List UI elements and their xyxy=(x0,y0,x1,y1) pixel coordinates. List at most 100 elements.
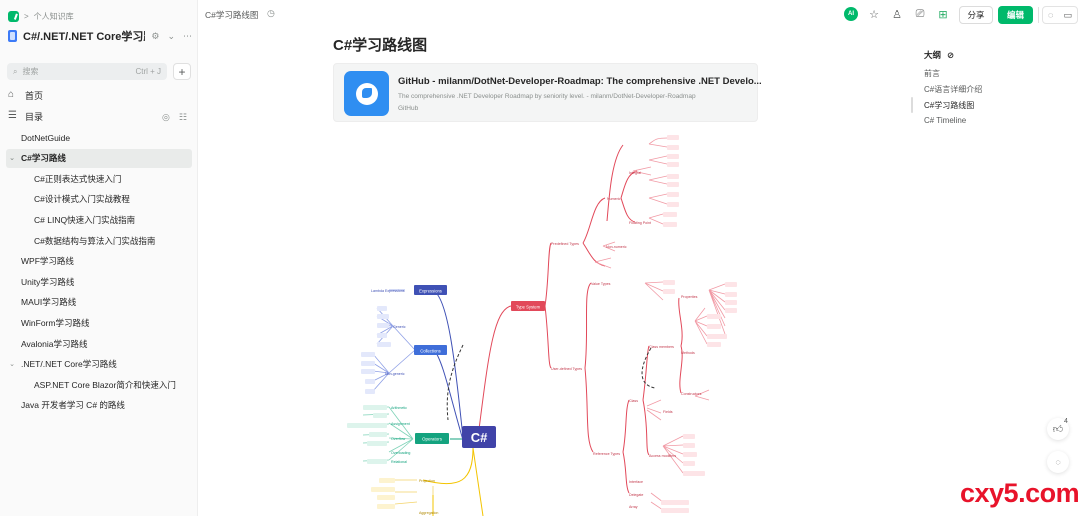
toc-item[interactable]: Avalonia学习路线 xyxy=(6,334,192,353)
collapse-all-icon[interactable]: ☷ xyxy=(178,112,187,122)
non-generic-label: Non-generic xyxy=(385,372,405,376)
toc-tools: ◎ ☷ xyxy=(162,112,187,123)
roadmap-mindmap[interactable]: C# Type System Expressions Collections O… xyxy=(333,130,758,516)
present-icon[interactable]: ⎚ xyxy=(915,7,925,20)
toc-item[interactable]: C# LINQ快速入门实战指南 xyxy=(6,210,192,229)
access-modifiers-label: Access modifiers xyxy=(649,454,676,458)
branch-line xyxy=(622,399,630,453)
link-card-description: The comprehensive .NET Developer Roadmap… xyxy=(398,93,696,100)
branch-line xyxy=(642,345,650,401)
assignment-label: Assignment xyxy=(391,422,410,426)
outline-item[interactable]: C# Timeline xyxy=(924,116,967,125)
type-system-node xyxy=(511,301,545,311)
settings-icon[interactable]: ⚙ xyxy=(151,30,160,41)
toc-item[interactable]: Java 开发者学习 C# 的路线 xyxy=(6,396,192,415)
ai-assistant-icon[interactable]: AI xyxy=(844,7,858,21)
chevron-down-icon[interactable]: ⌄ xyxy=(167,30,175,41)
breadcrumb[interactable]: > 个人知识库 xyxy=(8,9,74,23)
numeric-label: Numeric xyxy=(607,197,621,201)
yuque-logo-icon[interactable] xyxy=(8,10,19,22)
chevron-down-icon[interactable]: ⌄ xyxy=(9,155,15,163)
outline-item[interactable]: 前言 xyxy=(924,69,940,78)
branch-line xyxy=(472,447,484,516)
floating-point-label: Floating Point xyxy=(629,221,651,225)
nav-toc-label: 目录 xyxy=(25,111,44,122)
reference-types-label: Reference Types xyxy=(593,452,620,456)
outline-item[interactable]: C#语言详细介绍 xyxy=(924,85,983,94)
comment-bubble-icon: ◌ xyxy=(1055,457,1061,467)
value-types-label: Value Types xyxy=(591,282,611,286)
plus-icon: + xyxy=(178,64,186,79)
branch-line xyxy=(582,242,606,267)
locate-icon[interactable]: ◎ xyxy=(162,112,170,122)
breadcrumb-label[interactable]: 个人知识库 xyxy=(33,11,74,21)
class-label: Class xyxy=(629,399,638,403)
toc-item[interactable]: Unity学习路线 xyxy=(6,272,192,291)
properties-label: Properties xyxy=(681,295,698,299)
history-icon[interactable]: ◷ xyxy=(267,8,275,18)
overloading-label: Overloading xyxy=(391,451,410,455)
search-icon: ⌕ xyxy=(13,66,18,76)
book-icon xyxy=(8,30,17,42)
add-button[interactable]: + xyxy=(173,63,191,80)
share-button[interactable]: 分享 xyxy=(959,6,993,24)
outline-item[interactable]: C#学习路线图 xyxy=(924,101,975,110)
toc-item[interactable]: ASP.NET Core Blazor简介和快速入门 xyxy=(6,375,192,394)
hide-outline-icon[interactable]: ⊘ xyxy=(947,49,955,60)
chevron-down-icon[interactable]: ⌄ xyxy=(9,361,15,369)
outline-header: 大纲 ⊘ xyxy=(924,49,954,61)
book-title[interactable]: C#/.NET/.NET Core学习路... xyxy=(23,31,145,43)
collections-node xyxy=(414,345,447,355)
center-node-box xyxy=(462,426,496,448)
link-card[interactable]: GitHub - milanm/DotNet-Developer-Roadmap… xyxy=(333,63,762,122)
aggregation-label: Aggregation xyxy=(419,511,438,515)
branch-line xyxy=(620,197,636,223)
nav-toc[interactable]: ☰ 目录 xyxy=(8,108,43,124)
toc-item[interactable]: WinForm学习路线 xyxy=(6,313,192,332)
toc-item-label: WinForm学习路线 xyxy=(21,317,90,328)
toc-item[interactable]: WPF学习路线 xyxy=(6,252,192,271)
top-toolbar: C#学习路线图 ◷ AI ☆ ♙ ⎚ ⊞ 分享 编辑 ◌ ▭ xyxy=(198,0,1080,30)
star-icon[interactable]: ☆ xyxy=(869,8,879,21)
toc-item[interactable]: C#正则表达式快速入门 xyxy=(6,169,192,188)
toc-item[interactable]: MAUI学习路线 xyxy=(6,293,192,312)
array-label: Array xyxy=(629,505,638,509)
toc-item[interactable]: DotNetGuide xyxy=(6,128,192,147)
panel-toggle-icon[interactable]: ▭ xyxy=(1063,9,1072,20)
class-members-label: Class members xyxy=(649,345,674,349)
toc-item[interactable]: C#设计模式入门实战教程 xyxy=(6,190,192,209)
toolbar-divider xyxy=(1038,7,1039,23)
user-defined-types-label: User-defined Types xyxy=(551,367,582,371)
delegate-label: Delegate xyxy=(629,493,643,497)
link-card-host: GitHub xyxy=(398,105,419,112)
apps-grid-icon[interactable]: ⊞ xyxy=(938,8,948,21)
toc-item[interactable]: C#数据结构与算法入门实战指南 xyxy=(6,231,192,250)
branch-line xyxy=(620,170,638,199)
add-collaborator-icon[interactable]: ♙ xyxy=(892,8,902,21)
toc-item-label: C#数据结构与算法入门实战指南 xyxy=(34,235,156,246)
nav-home[interactable]: ⌂ 首页 xyxy=(8,87,43,103)
generic-label: Generic xyxy=(393,325,406,329)
branch-line xyxy=(679,345,683,394)
toc-item[interactable]: ⌄ C#学习路线 xyxy=(6,148,192,168)
more-icon[interactable]: ⋯ xyxy=(183,30,192,41)
edit-button[interactable]: 编辑 xyxy=(998,6,1033,24)
overflow-label: Overflow xyxy=(391,437,406,441)
toc-item-label: C#学习路线 xyxy=(21,153,66,164)
search-placeholder: 搜索 xyxy=(22,67,39,76)
interface-label: Interface xyxy=(629,480,643,484)
collections-label: Collections xyxy=(420,348,440,353)
toolbar-right-group: ◌ ▭ xyxy=(1042,6,1078,24)
branch-line xyxy=(584,367,594,453)
search-input[interactable]: ⌕ 搜索 Ctrl + J xyxy=(7,63,167,80)
branch-line xyxy=(433,290,464,439)
operators-node xyxy=(415,433,449,444)
comment-icon[interactable]: ◌ xyxy=(1048,10,1054,20)
list-icon: ☰ xyxy=(8,110,17,121)
doc-tab-title[interactable]: C#学习路线图 xyxy=(205,10,259,20)
toc-item[interactable]: ⌄.NET/.NET Core学习路线 xyxy=(6,355,192,374)
comment-button[interactable]: ◌ xyxy=(1047,451,1069,473)
like-button[interactable]: 👍︎ xyxy=(1047,418,1069,440)
toc-item-label: WPF学习路线 xyxy=(21,256,74,267)
branch-line xyxy=(642,399,650,456)
